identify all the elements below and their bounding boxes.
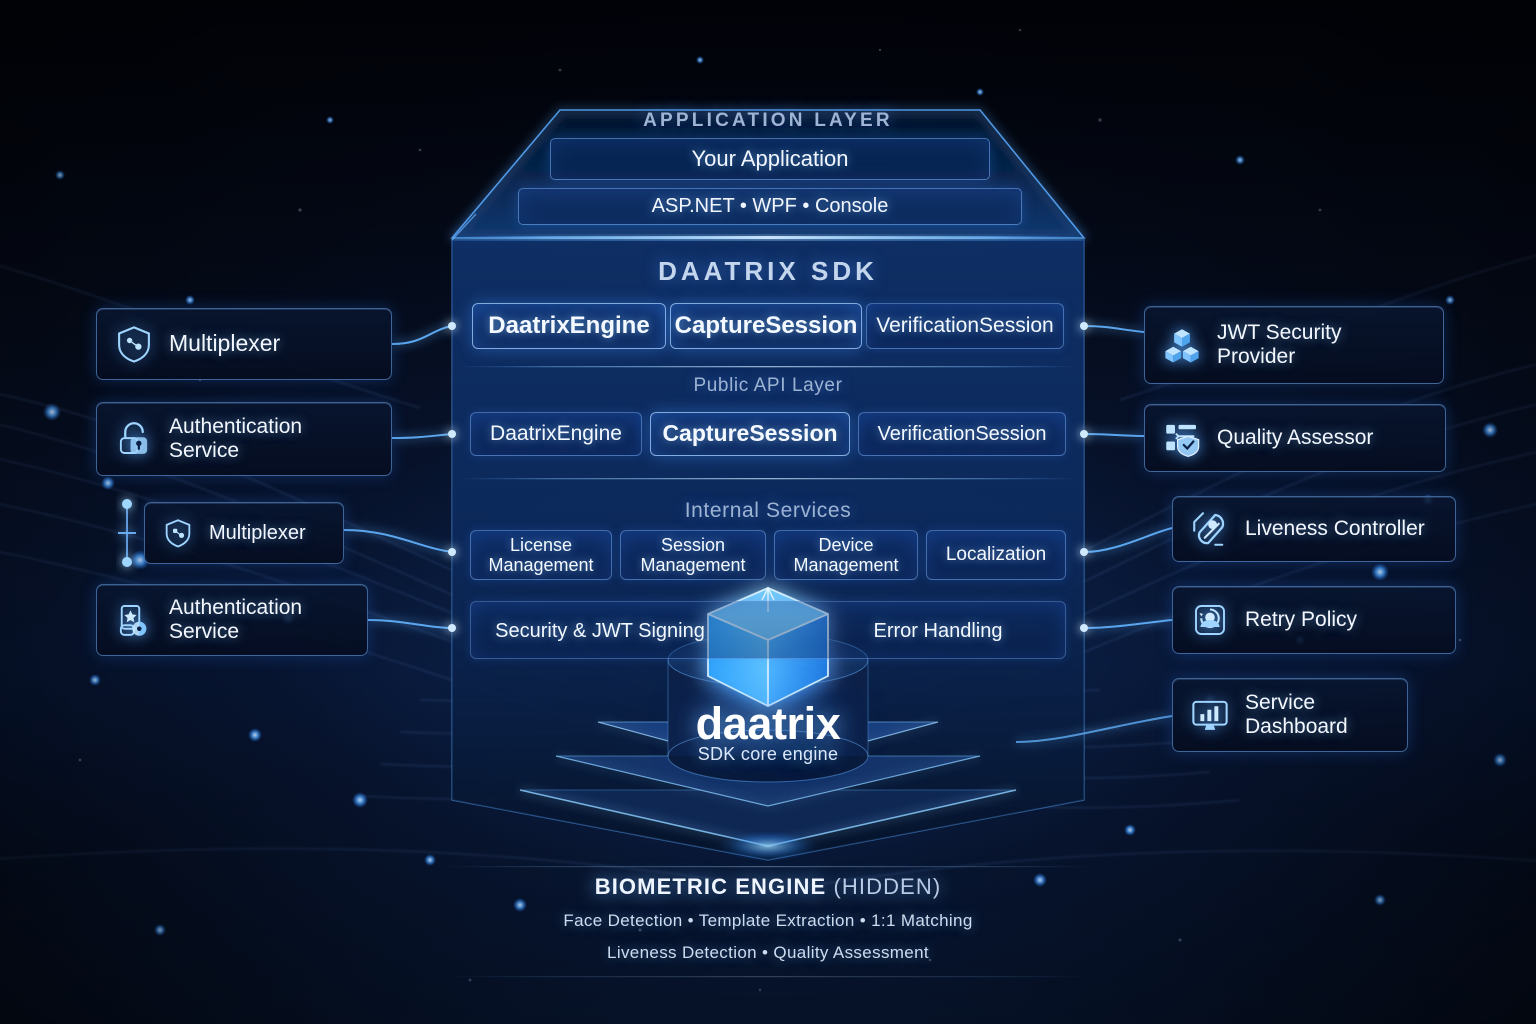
public-api-layer-label: Public API Layer xyxy=(693,375,843,396)
api-card-label: CaptureSession xyxy=(662,420,838,447)
lock-icon xyxy=(119,422,148,454)
left-bracket-indicator xyxy=(118,506,136,560)
cubes-icon xyxy=(1165,329,1199,363)
internal-card-security-jwt-signing[interactable]: Security & JWT Signing xyxy=(490,606,710,656)
internal-card-session-management[interactable]: Session Management xyxy=(620,530,766,580)
footer-title: BIOMETRIC ENGINE (HIDDEN) xyxy=(0,874,1536,900)
api-card-label: DaatrixEngine xyxy=(490,422,622,446)
panel-liveness-controller[interactable]: Liveness Controller xyxy=(1172,496,1456,562)
panel-label: Authentication Service xyxy=(169,596,303,643)
panel-quality-assessor[interactable]: Quality Assessor xyxy=(1144,404,1446,472)
sdk-card-label: DaatrixEngine xyxy=(488,311,650,339)
app-box-your-application[interactable]: Your Application xyxy=(550,138,990,180)
panel-label: Multiplexer xyxy=(209,521,306,544)
footer-title-strong: BIOMETRIC ENGINE xyxy=(594,874,827,899)
internal-wide-row xyxy=(470,601,1066,659)
shield-nodes-small-icon xyxy=(165,519,191,548)
core-cube xyxy=(690,586,846,722)
api-card-daatrixengine[interactable]: DaatrixEngine xyxy=(470,412,642,456)
shield-chart-icon xyxy=(1166,424,1200,458)
internal-card-label: Device Management xyxy=(793,534,899,575)
internal-card-label: Error Handling xyxy=(873,619,1003,642)
retry-face-icon xyxy=(1195,605,1225,635)
panel-multiplexer-1[interactable]: Multiplexer xyxy=(96,308,392,380)
api-card-verificationsession[interactable]: VerificationSession xyxy=(858,412,1066,456)
panel-label: Liveness Controller xyxy=(1245,517,1425,541)
panel-retry-policy[interactable]: Retry Policy xyxy=(1172,586,1456,654)
sdk-card-label: VerificationSession xyxy=(876,314,1054,338)
monitor-chart-icon xyxy=(1192,700,1228,730)
footer-line-2: Liveness Detection • Quality Assessment xyxy=(607,943,929,962)
core-brand-name: daatrix xyxy=(695,698,841,749)
app-box-label: ASP.NET • WPF • Console xyxy=(651,195,889,217)
panel-label: Authentication Service xyxy=(169,415,303,462)
panel-label: Multiplexer xyxy=(169,330,281,357)
application-layer-title: APPLICATION LAYER xyxy=(643,110,893,131)
footer-title-dim: (HIDDEN) xyxy=(833,874,942,899)
panel-multiplexer-2[interactable]: Multiplexer xyxy=(144,502,344,564)
panel-jwt-security-provider[interactable]: JWT Security Provider xyxy=(1144,306,1444,384)
sdk-card-capturesession[interactable]: CaptureSession xyxy=(670,303,862,349)
id-badge-icon xyxy=(119,605,147,636)
internal-services-label: Internal Services xyxy=(684,499,852,522)
panel-label: Retry Policy xyxy=(1245,608,1358,632)
footer-line-1: Face Detection • Template Extraction • 1… xyxy=(563,911,973,930)
api-card-capturesession[interactable]: CaptureSession xyxy=(650,412,850,456)
sdk-title: DAATRIX SDK xyxy=(658,256,878,286)
face-scan-icon xyxy=(1193,512,1225,546)
internal-card-device-management[interactable]: Device Management xyxy=(774,530,918,580)
shield-nodes-icon xyxy=(118,326,150,363)
panel-service-dashboard[interactable]: Service Dashboard xyxy=(1172,678,1408,752)
internal-card-label: Localization xyxy=(945,544,1047,566)
panel-label: Service Dashboard xyxy=(1245,691,1348,738)
internal-card-label: Session Management xyxy=(640,534,746,575)
app-box-frameworks[interactable]: ASP.NET • WPF • Console xyxy=(518,188,1022,225)
internal-card-label: License Management xyxy=(488,534,594,575)
sdk-card-daatrixengine[interactable]: DaatrixEngine xyxy=(472,303,666,349)
internal-card-label: Security & JWT Signing xyxy=(495,620,705,642)
sdk-card-verificationsession[interactable]: VerificationSession xyxy=(866,303,1064,349)
internal-card-license-management[interactable]: License Management xyxy=(470,530,612,580)
internal-card-localization[interactable]: Localization xyxy=(926,530,1066,580)
app-box-label: Your Application xyxy=(691,146,849,171)
panel-label: JWT Security Provider xyxy=(1217,321,1342,368)
panel-authentication-service-2[interactable]: Authentication Service xyxy=(96,584,368,656)
sdk-card-label: CaptureSession xyxy=(674,311,858,339)
panel-label: Quality Assessor xyxy=(1217,426,1374,450)
panel-authentication-service-1[interactable]: Authentication Service xyxy=(96,402,392,476)
api-card-label: VerificationSession xyxy=(877,422,1047,445)
core-brand-tagline: SDK core engine xyxy=(697,744,839,764)
internal-card-error-handling[interactable]: Error Handling xyxy=(830,606,1046,656)
